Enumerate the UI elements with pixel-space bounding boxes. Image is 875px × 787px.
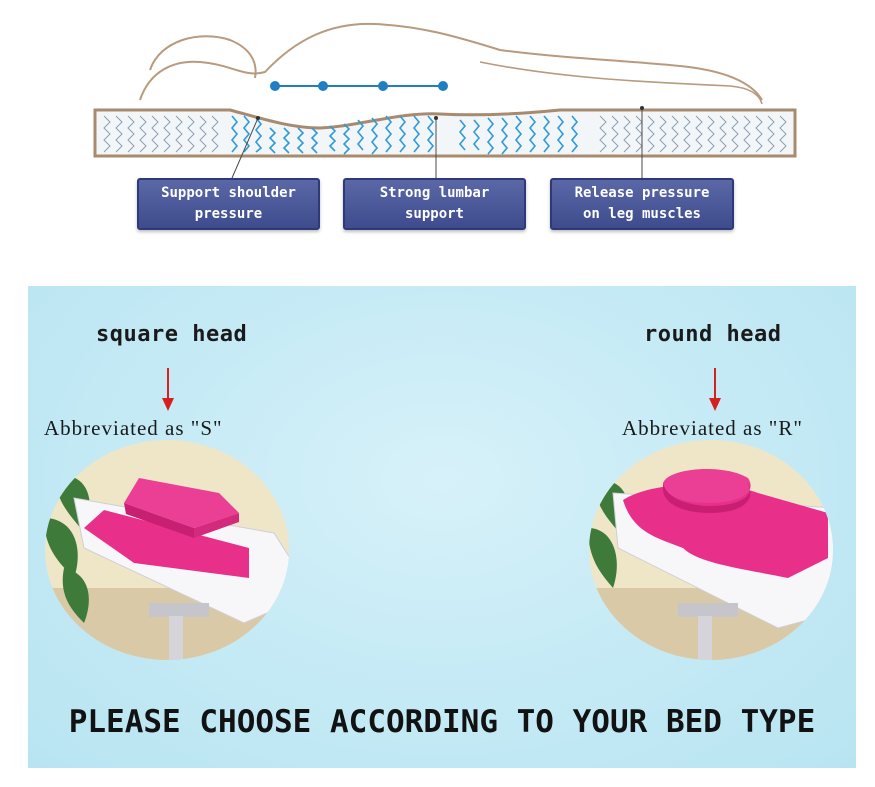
round-head-title: round head — [644, 322, 782, 347]
down-arrow-icon — [709, 368, 721, 411]
round-head-bed-image — [589, 440, 833, 660]
callout-lumbar: Strong lumbar support — [343, 178, 526, 230]
mattress-body — [93, 108, 797, 158]
bed-type-panel: square head Abbreviated as "S" — [28, 286, 856, 768]
callout-legs: Release pressure on leg muscles — [550, 178, 734, 230]
mattress-illustration — [93, 22, 797, 179]
compressed-springs — [230, 115, 579, 155]
down-arrow-icon — [162, 368, 174, 411]
square-head-title: square head — [96, 322, 248, 347]
callout-shoulder: Support shoulder pressure — [137, 178, 320, 230]
spring-coils — [103, 115, 787, 153]
bed-type-instruction: PLEASE CHOOSE ACCORDING TO YOUR BED TYPE — [68, 704, 816, 740]
round-head-abbreviation: Abbreviated as "R" — [622, 416, 803, 440]
body-outline — [139, 22, 763, 101]
pointer-lines — [231, 108, 643, 179]
head-outline — [149, 35, 257, 79]
square-head-abbreviation: Abbreviated as "S" — [44, 416, 223, 440]
legs-outline — [479, 61, 763, 105]
mattress-support-diagram: Support shoulder pressure Strong lumbar … — [0, 0, 875, 270]
square-head-bed-image — [45, 440, 289, 660]
